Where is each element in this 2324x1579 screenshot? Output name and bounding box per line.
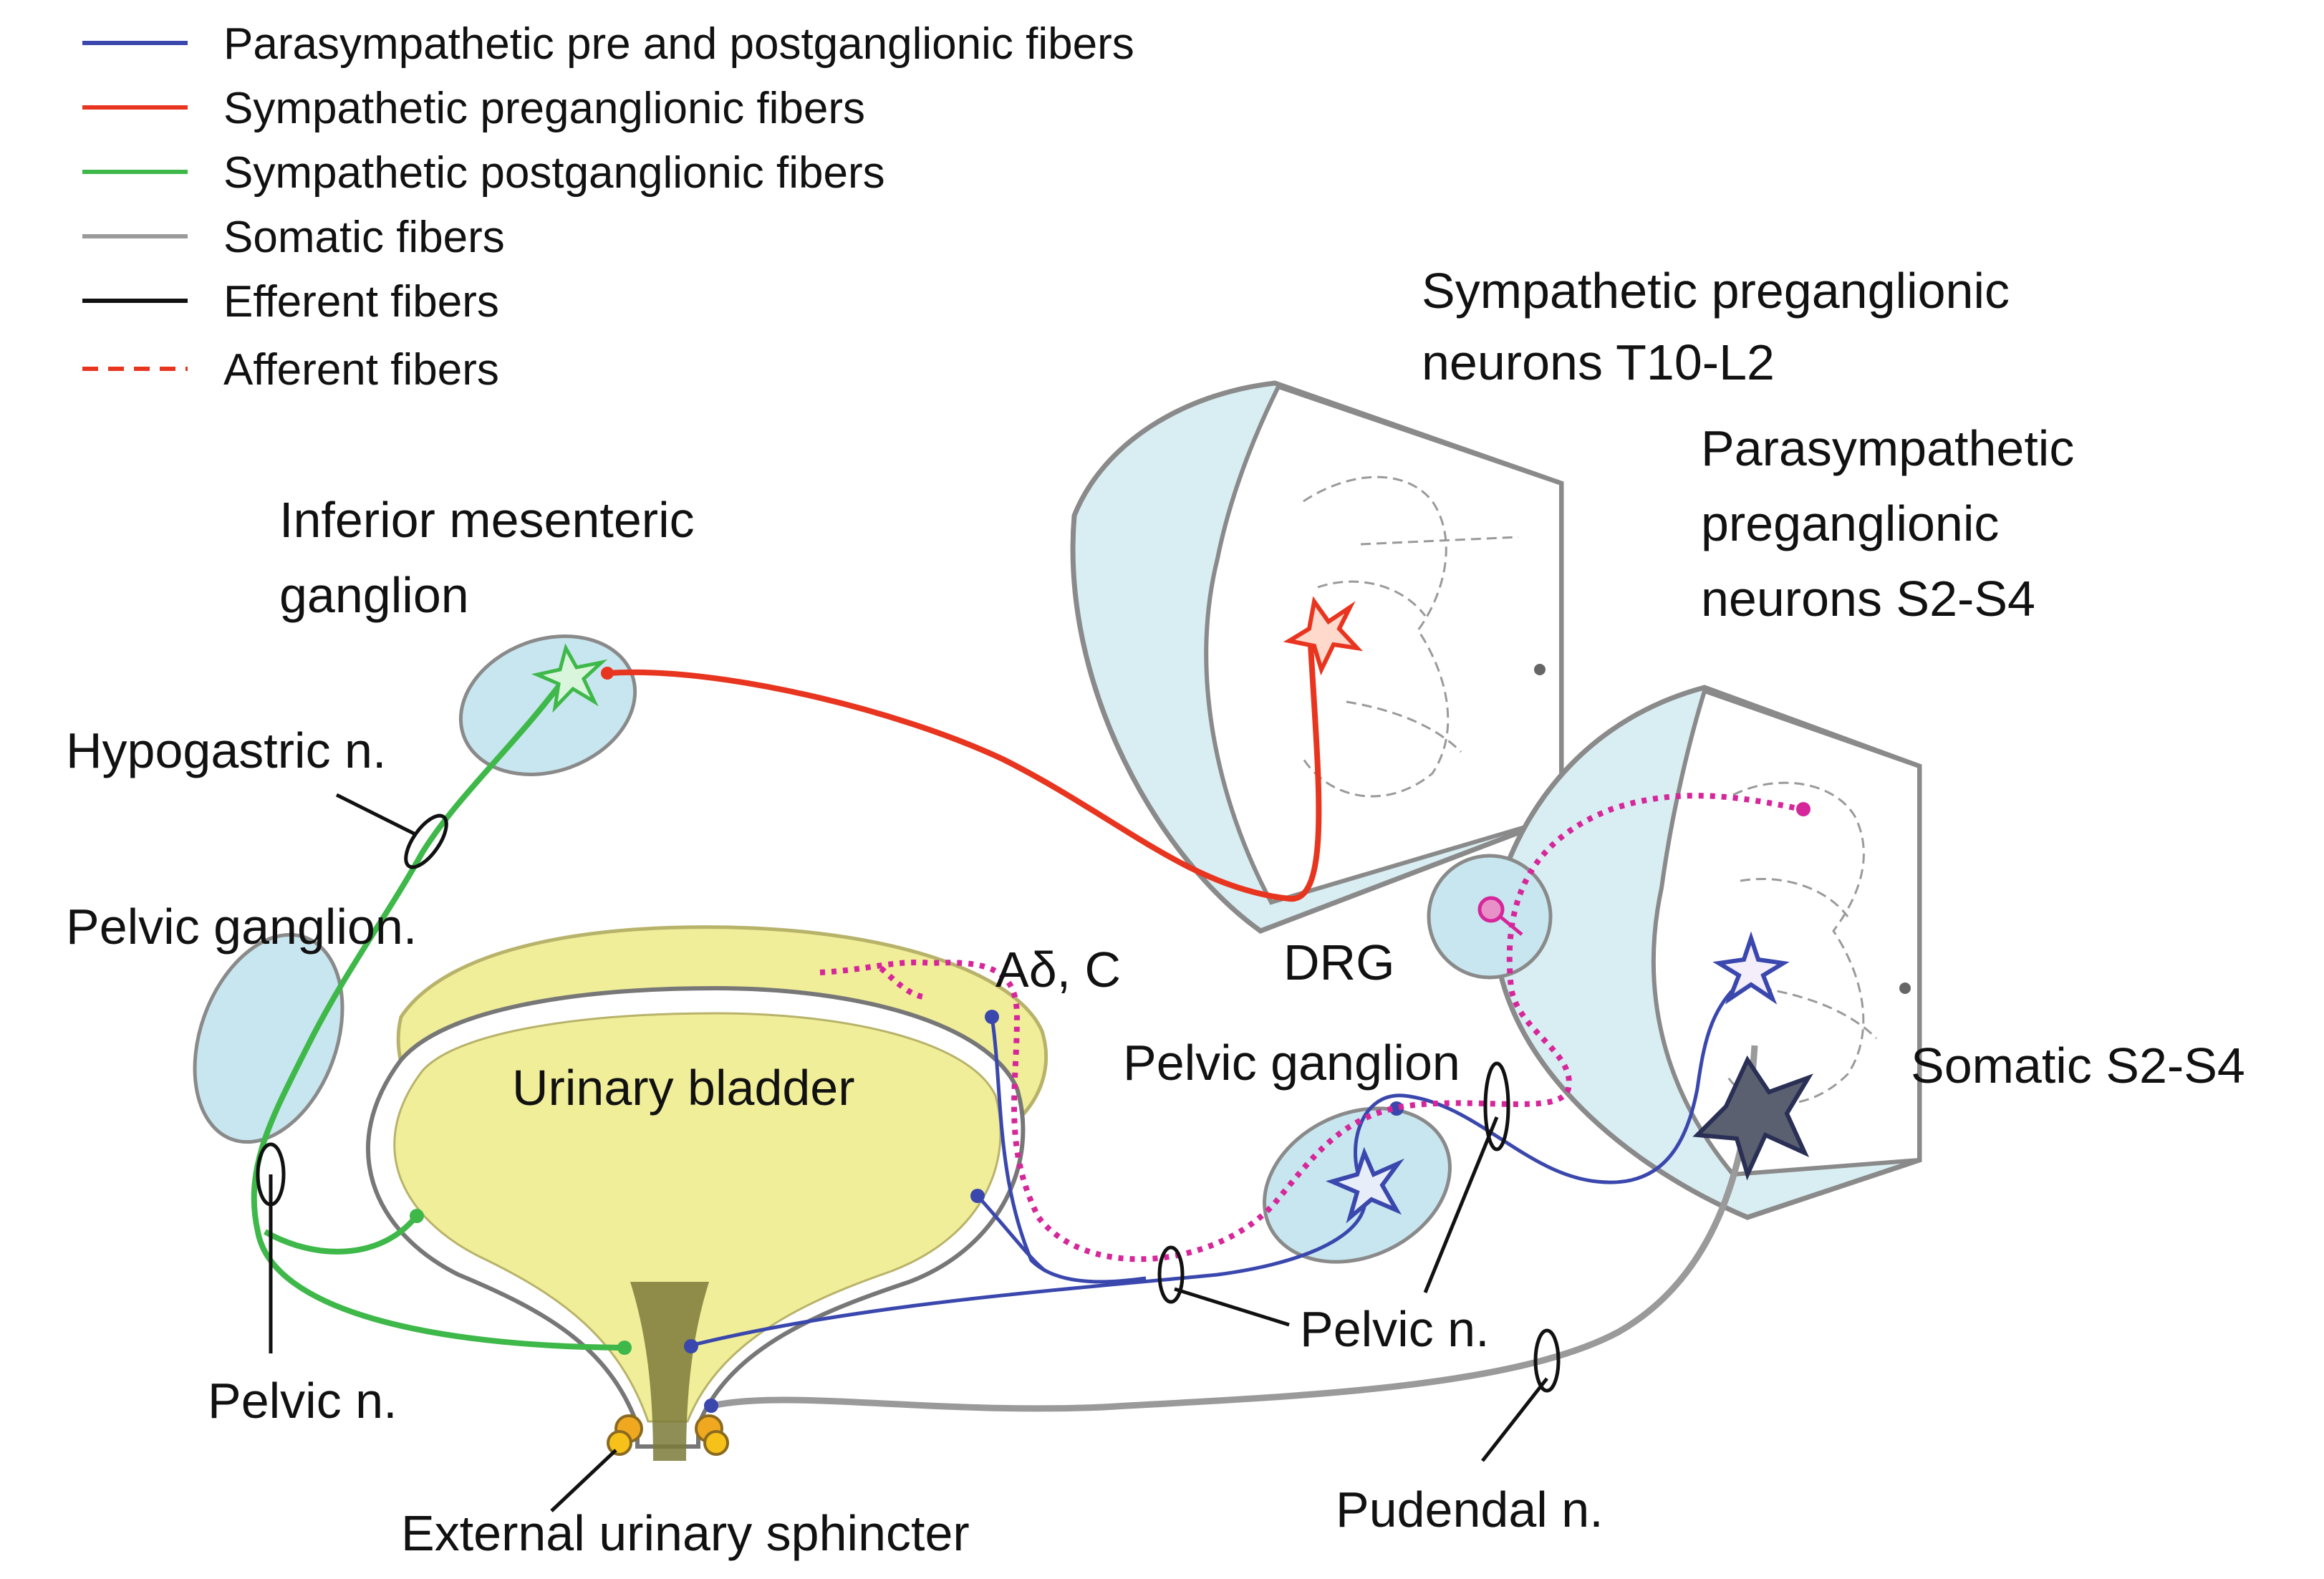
hypogastric-leader bbox=[335, 793, 417, 836]
legend-item-afferent: Afferent fibers bbox=[82, 345, 499, 395]
legend: Parasympathetic pre and postganglionic f… bbox=[82, 19, 1134, 395]
sympathetic-neurons-label-2: neurons T10-L2 bbox=[1422, 334, 1775, 390]
sympathetic-post-terminal-neck bbox=[617, 1341, 632, 1355]
pudendal-nerve-label: Pudendal n. bbox=[1336, 1482, 1604, 1537]
pelvic-ganglion-right-label: Pelvic ganglion bbox=[1123, 1035, 1460, 1091]
legend-label-parasympathetic: Parasympathetic pre and postganglionic f… bbox=[223, 19, 1134, 69]
legend-item-sympathetic-post: Sympathetic postganglionic fibers bbox=[82, 148, 885, 198]
somatic-label: Somatic S2-S4 bbox=[1911, 1038, 2245, 1093]
bladder-neck-urethra bbox=[630, 1282, 709, 1461]
pudendal-bundle-ring bbox=[1533, 1328, 1561, 1393]
somatic-motor-neuron-icon bbox=[1692, 1055, 1813, 1181]
parasympathetic-preganglionic-neuron-icon bbox=[1712, 931, 1790, 1005]
legend-item-somatic: Somatic fibers bbox=[82, 213, 505, 262]
inferior-mesenteric-ganglion bbox=[458, 634, 637, 776]
inferior-mesenteric-neuron-icon bbox=[531, 643, 608, 713]
sympathetic-preganglionic-neuron-icon bbox=[1283, 596, 1364, 676]
pelvic-right-bundle-ring-2 bbox=[1483, 1061, 1510, 1151]
pelvic-right-leader-1 bbox=[1174, 1287, 1290, 1327]
legend-item-parasympathetic: Parasympathetic pre and postganglionic f… bbox=[82, 19, 1134, 69]
parasympathetic-neurons-label-3: neurons S2-S4 bbox=[1701, 571, 2035, 627]
urinary-bladder-organ bbox=[366, 925, 1048, 1461]
parasympathetic-neurons-label-1: Parasympathetic bbox=[1701, 420, 2074, 476]
parasympathetic-fiber-main bbox=[687, 972, 1752, 1348]
parasympathetic-terminal-neck bbox=[684, 1339, 698, 1353]
pelvic-nerve-right-label: Pelvic n. bbox=[1300, 1301, 1490, 1357]
afferent-types-label: Aδ, C bbox=[995, 942, 1121, 998]
cord-upper-cross-section bbox=[1204, 384, 1563, 905]
afferent-fiber bbox=[819, 793, 1802, 1262]
sympathetic-post-branch bbox=[264, 1215, 418, 1255]
pelvic-right-bundle-ring-1 bbox=[1157, 1245, 1185, 1304]
parasympathetic-neurons-label-2: preganglionic bbox=[1701, 496, 1999, 551]
pelvic-ganglion-left-body bbox=[193, 932, 344, 1144]
sympathetic-postganglionic-fiber bbox=[251, 675, 624, 1351]
sympathetic-neurons-label-1: Sympathetic preganglionic bbox=[1422, 263, 2010, 319]
sympathetic-pre-terminal bbox=[601, 667, 614, 680]
external-sphincter-left-ball-2 bbox=[607, 1430, 632, 1456]
parasympathetic-fiber-bladder-upper bbox=[990, 1016, 1147, 1284]
inferior-mesenteric-label-1: Inferior mesenteric bbox=[279, 492, 695, 548]
parasympathetic-terminal-lower bbox=[970, 1189, 985, 1203]
pelvic-ganglion-neuron-icon bbox=[1326, 1146, 1405, 1224]
legend-label-sympathetic-post: Sympathetic postganglionic fibers bbox=[223, 148, 885, 198]
hypogastric-nerve-label: Hypogastric n. bbox=[66, 723, 386, 778]
pelvic-ganglion-left-label: Pelvic ganglion. bbox=[66, 899, 417, 955]
bladder-inner-wall bbox=[393, 1012, 1002, 1423]
somatic-terminal-sphincter bbox=[704, 1399, 718, 1413]
cord-lower-gray-matter bbox=[1725, 781, 1911, 1105]
legend-label-efferent: Efferent fibers bbox=[223, 277, 499, 327]
spinal-cord-lower bbox=[1492, 685, 1922, 1220]
sphincter-leader bbox=[550, 1449, 617, 1512]
external-sphincter-right-ball-2 bbox=[703, 1430, 729, 1456]
legend-label-sympathetic-pre: Sympathetic preganglionic fibers bbox=[223, 84, 865, 133]
afferent-spinal-terminal bbox=[1796, 802, 1810, 816]
legend-item-sympathetic-pre: Sympathetic preganglionic fibers bbox=[82, 84, 865, 133]
inferior-mesenteric-label-2: ganglion bbox=[279, 567, 469, 623]
sympathetic-preganglionic-fiber bbox=[608, 644, 1322, 902]
parasympathetic-fiber-bladder-lower bbox=[976, 1194, 1047, 1273]
drg-label: DRG bbox=[1283, 935, 1395, 990]
pudendal-leader bbox=[1481, 1377, 1548, 1462]
parasympathetic-terminal-upper bbox=[985, 1010, 999, 1024]
legend-item-efferent: Efferent fibers bbox=[82, 277, 499, 327]
pelvic-nerve-left-label: Pelvic n. bbox=[208, 1373, 397, 1429]
drg-cell-body bbox=[1477, 896, 1505, 923]
cord-upper-gray-matter bbox=[1302, 475, 1546, 798]
external-sphincter-label: External urinary sphincter bbox=[401, 1505, 970, 1561]
afferent-fiber-branch bbox=[879, 966, 925, 1000]
urinary-bladder-label: Urinary bladder bbox=[512, 1060, 855, 1116]
nerve-bundle-markers bbox=[256, 793, 1561, 1512]
sympathetic-post-terminal-bladder bbox=[410, 1209, 424, 1223]
pelvic-right-leader-2 bbox=[1423, 1116, 1499, 1293]
somatic-pudendal-fiber bbox=[712, 1045, 1758, 1412]
legend-label-somatic: Somatic fibers bbox=[223, 213, 505, 262]
legend-label-afferent: Afferent fibers bbox=[223, 345, 499, 395]
hypogastric-bundle-ring bbox=[404, 813, 448, 869]
